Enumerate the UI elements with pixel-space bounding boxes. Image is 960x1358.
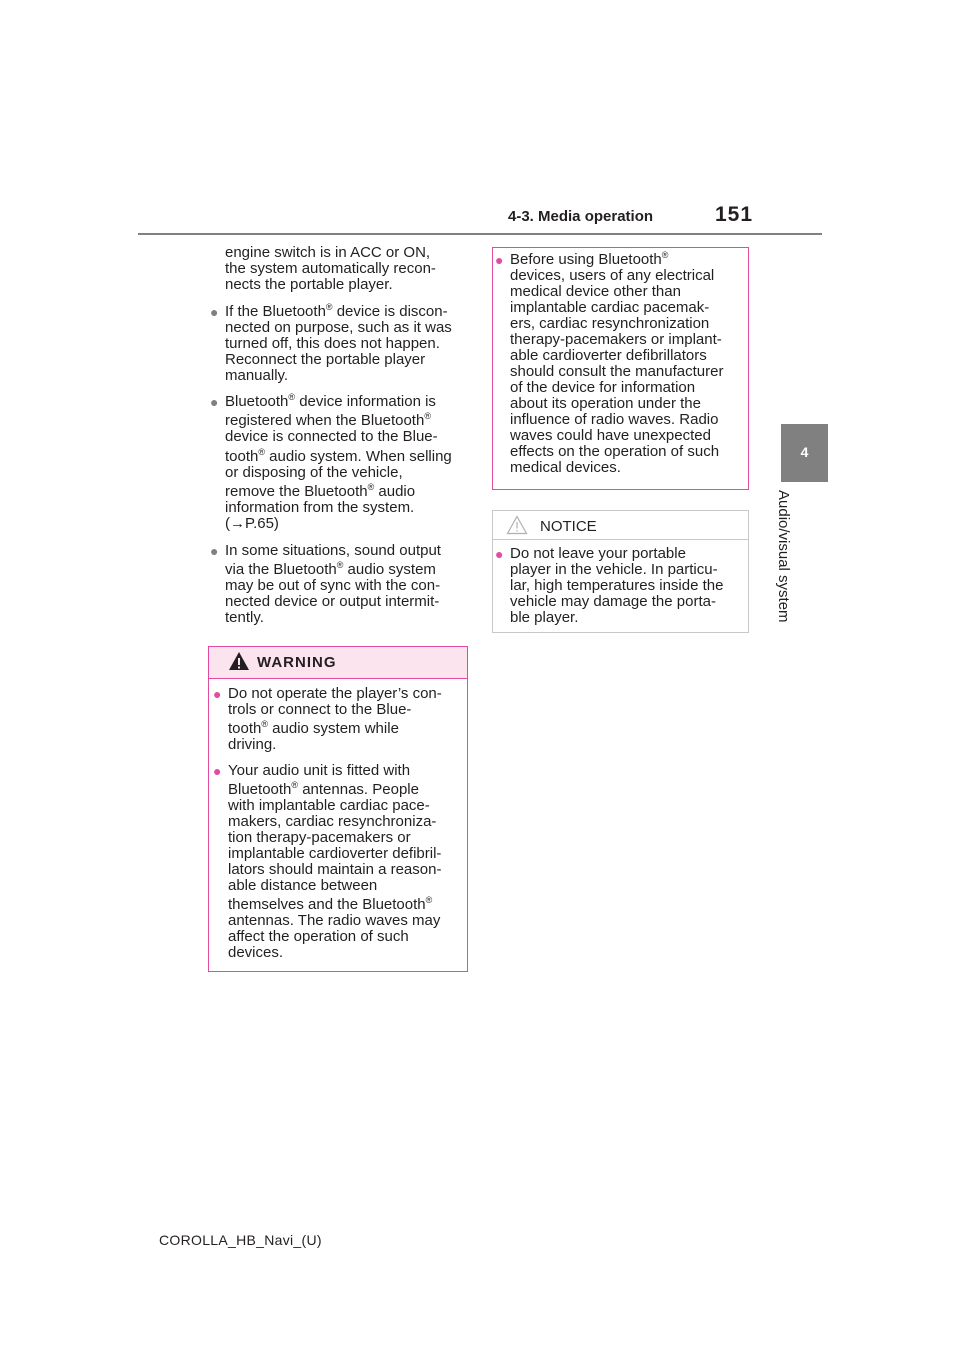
notice-box	[492, 510, 749, 633]
list-item: ● If the Bluetooth® device is discon- ne…	[210, 302, 452, 384]
page-number: 151	[715, 203, 754, 226]
section-title: 4-3. Media operation	[508, 208, 654, 225]
bullet-icon: ●	[210, 394, 219, 410]
bullet-icon: ●	[210, 304, 219, 320]
notice-header	[492, 510, 749, 540]
bullet-icon: ●	[495, 546, 504, 562]
document-id: COROLLA_HB_Navi_(U)	[159, 1232, 322, 1248]
bullet-icon: ●	[213, 763, 222, 779]
header-rule	[138, 233, 822, 235]
warning-item: ● Do not operate the player’s con- trols…	[213, 685, 442, 753]
bullet-icon: ●	[210, 543, 219, 559]
warning-title: WARNING	[257, 654, 337, 671]
intro-paragraph: engine switch is in ACC or ON, the syste…	[225, 244, 436, 293]
notice-triangle-icon	[506, 515, 528, 535]
bullet-icon: ●	[495, 252, 504, 268]
list-item: ● Bluetooth® device information is regis…	[210, 392, 452, 533]
notice-item: ● Do not leave your portable player in t…	[495, 545, 724, 626]
notice-title: NOTICE	[540, 518, 597, 535]
arrow-icon: →	[230, 515, 245, 533]
chapter-tab	[781, 424, 828, 482]
warning-item: ● Your audio unit is fitted with Bluetoo…	[213, 762, 442, 961]
bullet-icon: ●	[213, 686, 222, 702]
warning-triangle-icon	[229, 652, 249, 670]
chapter-label: Audio/visual system	[775, 490, 792, 623]
warning-header	[208, 646, 468, 679]
warning-item: ● Before using Bluetooth® devices, users…	[495, 250, 724, 476]
chapter-number: 4	[800, 444, 809, 460]
warning-continuation-box	[492, 247, 749, 490]
list-item: ● In some situations, sound output via t…	[210, 542, 441, 626]
